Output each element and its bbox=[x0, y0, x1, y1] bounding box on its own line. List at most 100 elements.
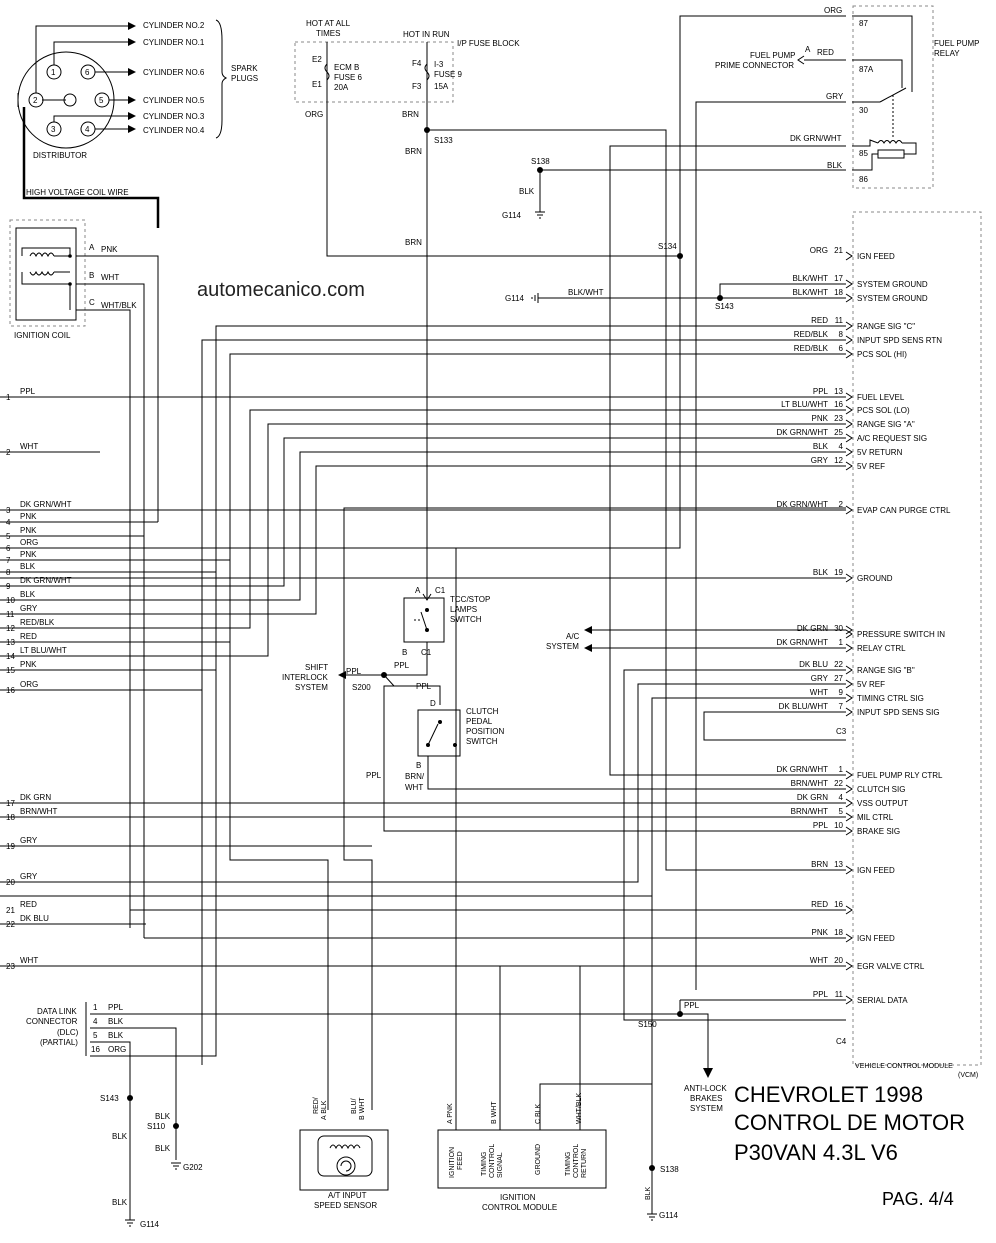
clutch-label: PEDAL bbox=[466, 717, 493, 726]
vcm-wire-color: DK BLU bbox=[799, 660, 828, 669]
vcm-pin-number: 11 bbox=[835, 990, 844, 999]
vcm-pin-function: IGN FEED bbox=[857, 252, 895, 261]
wire-label: BRN/ bbox=[405, 772, 425, 781]
wire-label: GRY bbox=[826, 92, 844, 101]
fuse9-name: I-3 bbox=[434, 60, 444, 69]
vcm-wire-color: PPL bbox=[813, 990, 829, 999]
relay-label: RELAY bbox=[934, 49, 960, 58]
left-pin-number: 8 bbox=[6, 568, 11, 577]
cylinder-label: CYLINDER NO.4 bbox=[143, 126, 205, 135]
left-pin-wire: DK GRN/WHT bbox=[20, 500, 72, 509]
vcm-wire-color: DK BLU/WHT bbox=[779, 702, 828, 711]
vcm-pin-function: PRESSURE SWITCH IN bbox=[857, 630, 945, 639]
left-pin-wire: BLK bbox=[20, 562, 36, 571]
shift-interlock-label: INTERLOCK bbox=[282, 673, 328, 682]
clutch-label: SWITCH bbox=[466, 737, 498, 746]
fuse6-bottom: E1 bbox=[312, 80, 322, 89]
coil-pin: C bbox=[89, 298, 95, 307]
dlc-label: CONNECTOR bbox=[26, 1017, 78, 1026]
splice-label: S150 bbox=[638, 1020, 657, 1029]
spark-plugs-label: SPARK bbox=[231, 64, 258, 73]
vcm-wire-color: WHT bbox=[810, 956, 828, 965]
icm-func: CONTROL bbox=[573, 1144, 580, 1178]
left-pin-number: 4 bbox=[6, 518, 11, 527]
vcm-pin-terminal bbox=[845, 798, 853, 808]
fuse6-rating: 20A bbox=[334, 83, 349, 92]
vcm-pin-terminal bbox=[845, 251, 853, 261]
left-pin-wire: PNK bbox=[20, 526, 37, 535]
vcm-pin-function: PCS SOL (LO) bbox=[857, 406, 910, 415]
wire-label: BLK bbox=[112, 1198, 128, 1207]
dist-terminal: 4 bbox=[85, 125, 90, 134]
left-pin-wire: RED/BLK bbox=[20, 618, 55, 627]
relay-pin: 85 bbox=[859, 149, 868, 158]
vcm-wire-color: PNK bbox=[812, 928, 829, 937]
vcm-wire-color: BRN bbox=[811, 860, 828, 869]
vcm-pin-number: 13 bbox=[834, 860, 843, 869]
splice-label: S138 bbox=[660, 1165, 679, 1174]
at-input-speed-sensor: RED/ A BLK BLU/ B WHT A/T INPUT SPEED SE… bbox=[299, 1097, 389, 1210]
vcm-pin-terminal bbox=[845, 419, 853, 429]
vcm-pin-number: 7 bbox=[839, 702, 844, 711]
vcm-pin-number: 13 bbox=[834, 387, 843, 396]
left-pin-wire: WHT bbox=[20, 956, 38, 965]
fuse9-top: F4 bbox=[412, 59, 422, 68]
splice-label: S134 bbox=[658, 242, 677, 251]
icm-func: TIMING bbox=[565, 1152, 572, 1177]
vcm-pin-number: 18 bbox=[834, 288, 843, 297]
vcm-pin-terminal bbox=[845, 392, 853, 402]
icm-pin: B WHT bbox=[491, 1101, 498, 1124]
wire-label: PPL bbox=[394, 661, 410, 670]
dist-terminal: 3 bbox=[51, 125, 56, 134]
vcm-pin-terminal bbox=[845, 826, 853, 836]
vcm-wires bbox=[0, 325, 846, 1130]
wire-label: BLK bbox=[155, 1144, 171, 1153]
fuse-block-title: I/P FUSE BLOCK bbox=[457, 39, 520, 48]
vcm-pin-number: 6 bbox=[839, 344, 844, 353]
icm-func: SIGNAL bbox=[497, 1152, 504, 1178]
vcm-pin-function: MIL CTRL bbox=[857, 813, 894, 822]
title-line: CHEVROLET 1998 bbox=[734, 1082, 923, 1107]
abs-link: PPL S150 ANTI-LOCK BRAKES SYSTEM bbox=[638, 1000, 727, 1113]
vcm-pin-terminal bbox=[845, 321, 853, 331]
vcm-pin-function: IGN FEED bbox=[857, 934, 895, 943]
spark-plugs-label: PLUGS bbox=[231, 74, 258, 83]
vcm-pin-function: FUEL PUMP RLY CTRL bbox=[857, 771, 943, 780]
icm-pin: WHT/BLK bbox=[576, 1093, 583, 1124]
left-pin-number: 12 bbox=[6, 624, 15, 633]
wire-label: BLK bbox=[155, 1112, 171, 1121]
splice-label: S143 bbox=[715, 302, 734, 311]
vcm-pin-terminal bbox=[845, 643, 853, 653]
left-pin-number: 16 bbox=[6, 686, 15, 695]
vcm-pin-terminal bbox=[845, 961, 853, 971]
splice-label: S110 bbox=[147, 1122, 166, 1131]
left-pin-wire: GRY bbox=[20, 872, 38, 881]
vcm-label: (VCM) bbox=[958, 1072, 978, 1079]
vcm-wire-color: BRN/WHT bbox=[791, 779, 828, 788]
vcm-pin-function: RANGE SIG "A" bbox=[857, 420, 915, 429]
vcm-pin-number: 20 bbox=[834, 956, 843, 965]
ac-system: A/C SYSTEM bbox=[546, 626, 592, 652]
wire-label: ORG bbox=[824, 6, 842, 15]
vcm-pin-function: INPUT SPD SENS SIG bbox=[857, 708, 940, 717]
sensor-pin: A BLK bbox=[321, 1100, 328, 1120]
vcm-wire-color: GRY bbox=[811, 456, 829, 465]
vcm-wire-color: RED/BLK bbox=[794, 330, 829, 339]
vcm-wire-color: BLK bbox=[813, 568, 829, 577]
vcm-pin-terminal bbox=[845, 573, 853, 583]
vcm-pin-function: INPUT SPD SENS RTN bbox=[857, 336, 942, 345]
ac-system-label: SYSTEM bbox=[546, 642, 579, 651]
left-pin-number: 14 bbox=[6, 652, 15, 661]
